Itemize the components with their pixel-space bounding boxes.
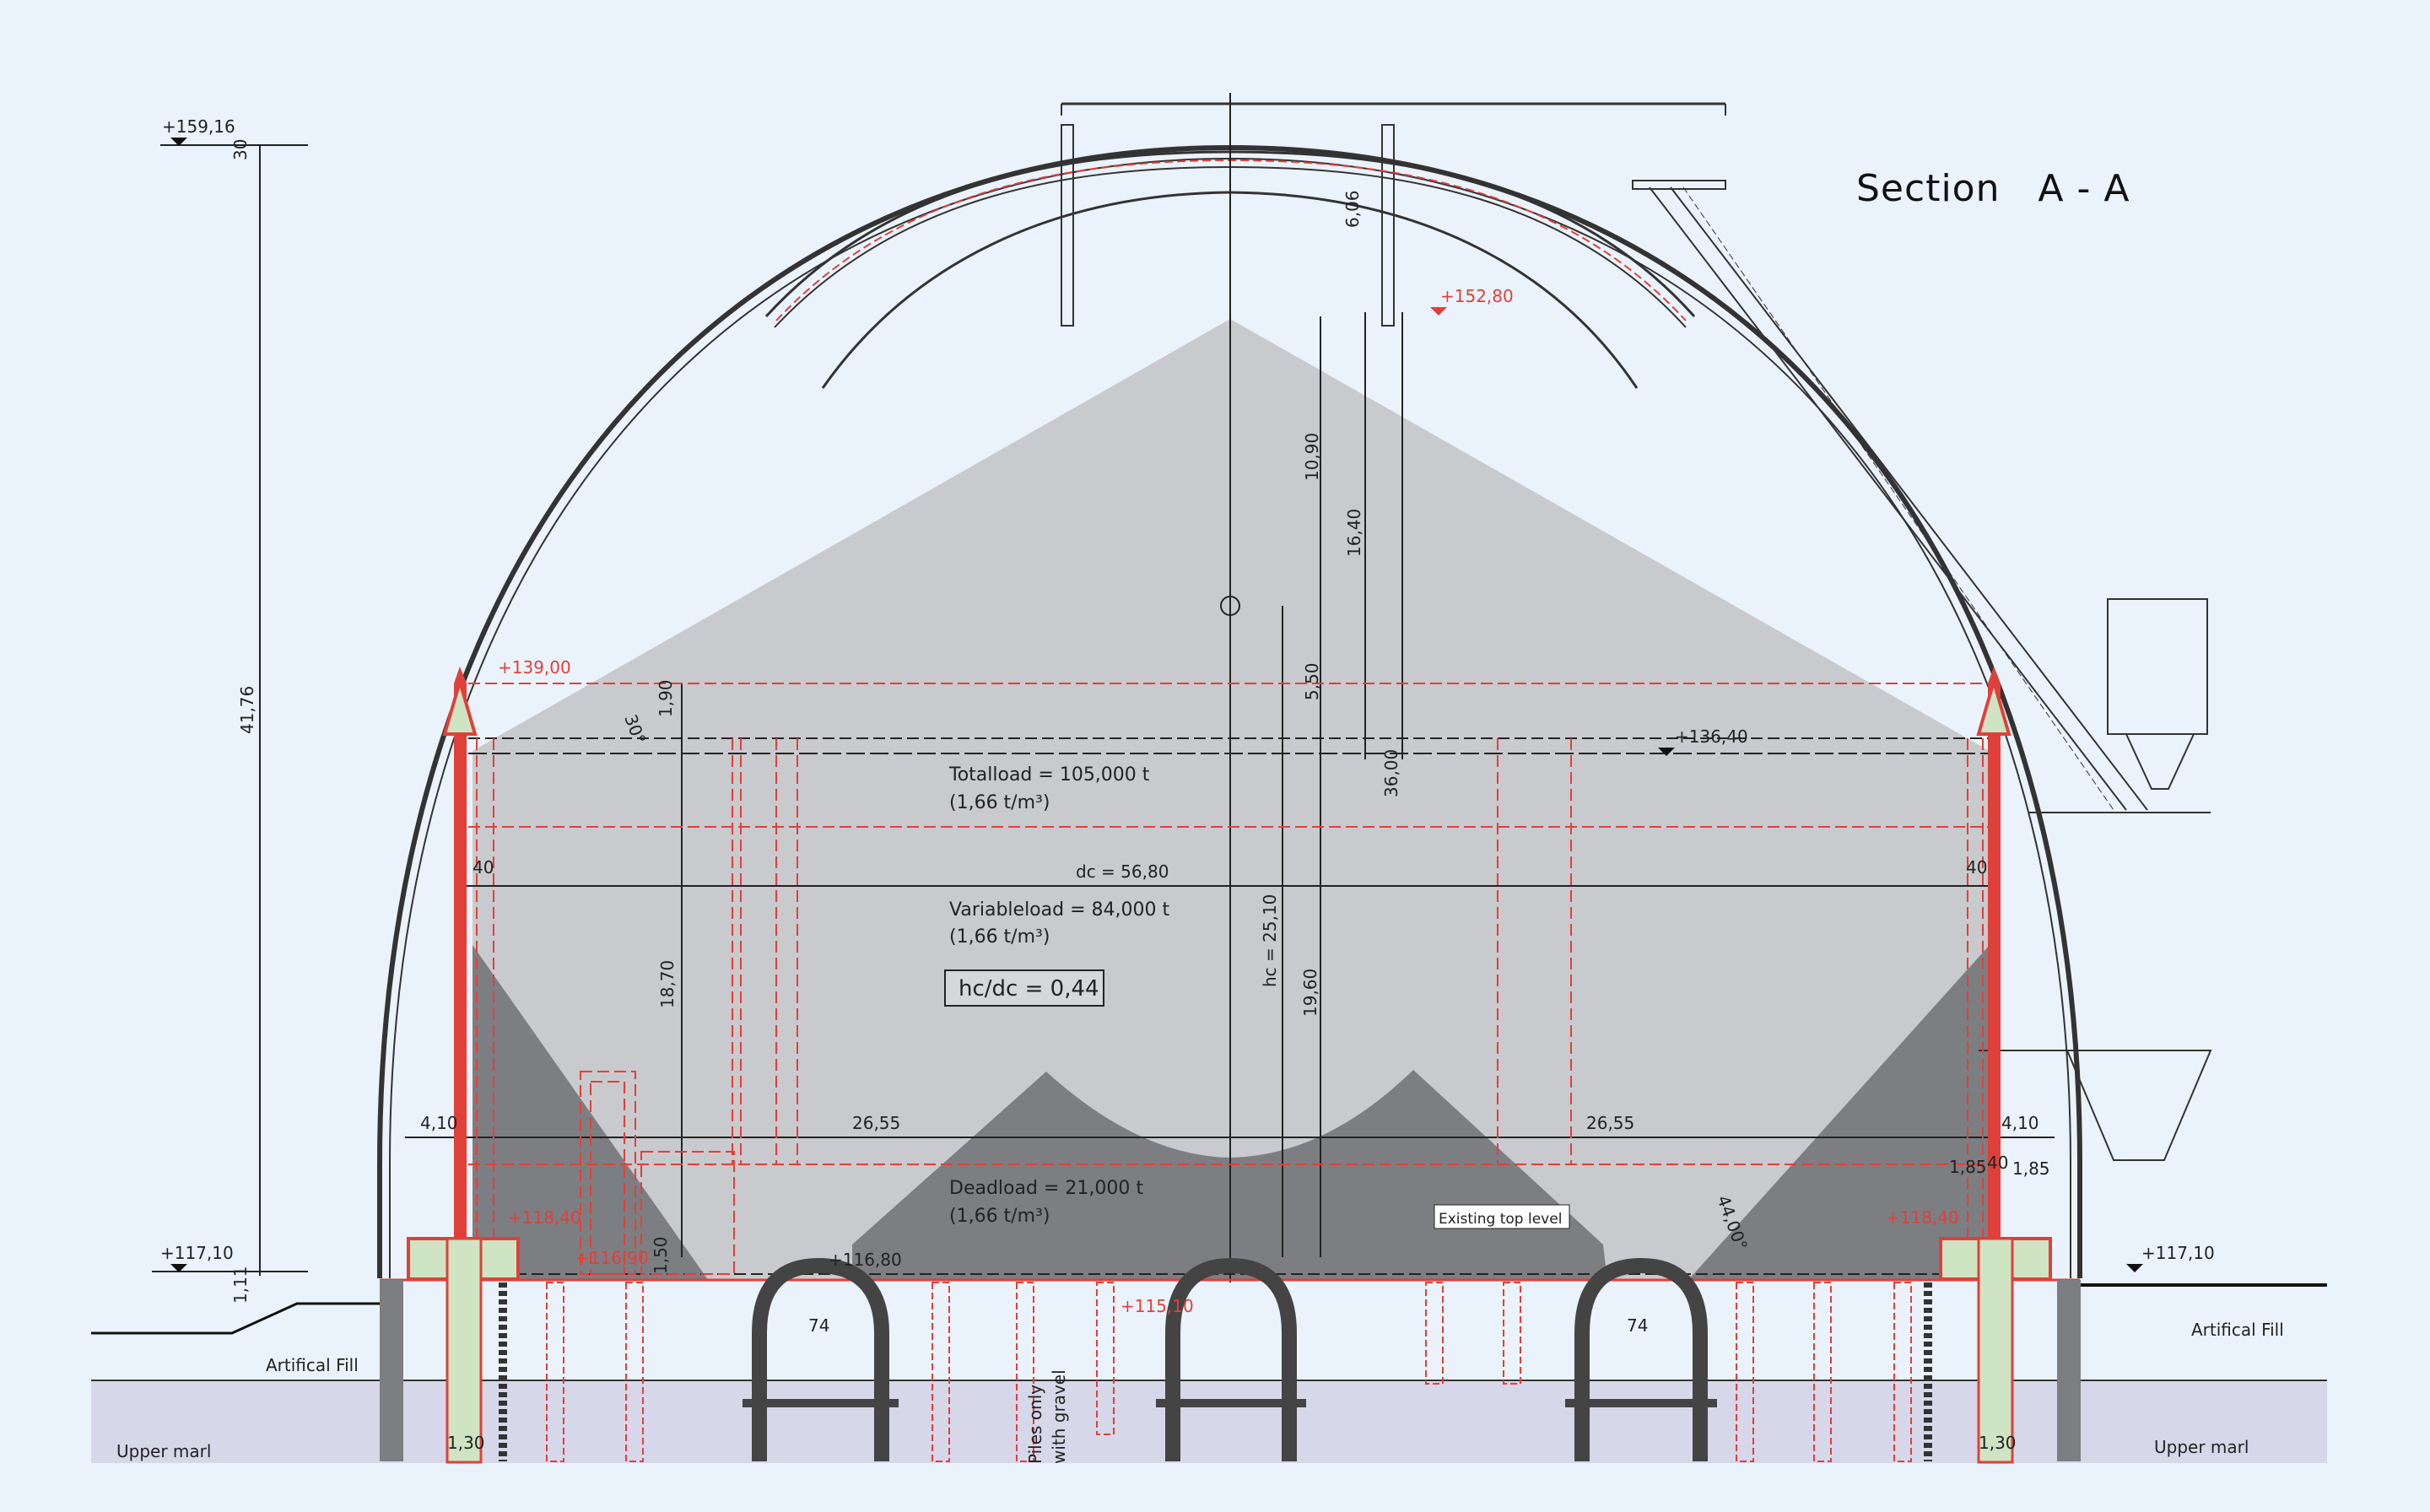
dim-dc: dc = 56,80 (1076, 861, 1169, 882)
ratio-box (944, 969, 1104, 1007)
dim-16-40: 16,40 (1344, 509, 1364, 557)
dim-19-60: 19,60 (1300, 969, 1320, 1017)
dim-40-right: 40 (1966, 857, 1987, 878)
total-load-label: Totalload = 105,000 t (948, 764, 1150, 786)
arch-rib-left (821, 191, 1231, 389)
fill-top-marker (1658, 748, 1675, 756)
column-left (1061, 124, 1074, 327)
dim-5-50: 5,50 (1302, 662, 1322, 700)
soil-fill-right: Artifical Fill (2191, 1320, 2284, 1340)
annex-hopper (1979, 1050, 2212, 1161)
arch-rib-right (1229, 191, 1639, 389)
dim-4-10-right: 4,10 (2001, 1113, 2039, 1133)
top-level-marker (170, 138, 187, 146)
level-ground-left: +117,10 (160, 1243, 234, 1263)
piles (546, 1282, 1912, 1462)
dim-4-10-left: 4,10 (420, 1113, 458, 1133)
soil-marl-left: Upper marl (116, 1441, 211, 1461)
section-title: Section A - A (1856, 167, 2130, 210)
total-load-density: (1,66 t/m³) (949, 792, 1050, 813)
level-slab-low: +116,90 (575, 1248, 649, 1268)
level-top: +159,16 (162, 116, 235, 137)
foundation-left (380, 1237, 520, 1464)
dim-18-70: 18,70 (657, 960, 678, 1008)
level-fill-top: +136,40 (1675, 726, 1748, 747)
ground-level-marker-right (2126, 1264, 2143, 1272)
dim-40-small: 40 (1987, 1153, 2008, 1173)
wall-left (454, 667, 467, 1274)
level-slab: +116,80 (829, 1250, 902, 1270)
tunnel-right (1565, 1257, 1717, 1461)
conveyor-line-a (1649, 186, 2127, 811)
level-ground-right: +117,10 (2141, 1243, 2215, 1263)
conveyor-line-c (1682, 186, 2114, 811)
with-gravel-label: with gravel (1049, 1369, 1069, 1464)
foundation-right (1924, 1237, 2081, 1464)
dim-36-00: 36,00 (1381, 749, 1401, 797)
conveyor-head (1632, 180, 1726, 190)
silo-right (2107, 598, 2208, 735)
ridge-marker (1430, 307, 1447, 316)
existing-top-label: Existing top level (1439, 1211, 1562, 1228)
wall-right-cap (1976, 675, 2012, 736)
dim-74-right: 74 (1627, 1315, 1648, 1336)
dim-1-50: 1,50 (651, 1236, 671, 1274)
piles-only-label: Piles only (1025, 1385, 1045, 1464)
dim-10-90: 10,90 (1302, 433, 1322, 481)
dim-40-left: 40 (472, 857, 494, 878)
ratio-label: hc/dc = 0,44 (958, 976, 1099, 1002)
existing-top-box (1434, 1204, 1570, 1229)
wall-right (1988, 667, 2001, 1274)
variable-load-density: (1,66 t/m³) (949, 926, 1050, 948)
dim-1-30-right: 1,30 (1979, 1433, 2017, 1453)
tunnel-left (742, 1257, 899, 1461)
dim-30: 30 (230, 139, 251, 160)
conveyor-line-b (1670, 186, 2148, 811)
level-ridge: +152,80 (1440, 286, 1514, 306)
dim-1-85-b: 1,85 (2012, 1158, 2050, 1179)
dim-1-30-left: 1,30 (447, 1433, 485, 1453)
level-pile: +115,10 (1120, 1296, 1194, 1316)
level-right-base: +118,40 (1886, 1207, 1959, 1228)
variable-load-label: Variableload = 84,000 t (949, 899, 1169, 921)
tunnel-center (1156, 1257, 1306, 1461)
dim-1-11: 1,11 (230, 1266, 251, 1304)
dim-26-55-left: 26,55 (852, 1113, 900, 1133)
wall-left-cap (442, 675, 478, 736)
level-wall-top: +139,00 (498, 657, 571, 678)
centroid-marker (1220, 596, 1240, 616)
silo-hopper (2125, 733, 2195, 790)
dim-41-76: 41,76 (237, 686, 257, 734)
dead-load-label: Deadload = 21,000 t (949, 1178, 1143, 1199)
dim-hc: hc = 25,10 (1260, 894, 1280, 987)
dim-74-left: 74 (808, 1315, 829, 1336)
soil-fill-left: Artifical Fill (266, 1355, 359, 1375)
soil-marl-right: Upper marl (2154, 1437, 2249, 1457)
column-right (1381, 124, 1395, 327)
dim-1-85-a: 1,85 (1949, 1157, 1987, 1177)
dim-1-90: 1,90 (656, 679, 676, 717)
dead-load-density: (1,66 t/m³) (949, 1206, 1050, 1227)
dim-26-55-right: 26,55 (1586, 1113, 1634, 1133)
dim-6-06: 6,06 (1342, 190, 1363, 228)
ground-level-marker (170, 1264, 187, 1272)
level-left-base: +118,40 (508, 1207, 581, 1228)
red-dashed-columns (476, 738, 1984, 1275)
